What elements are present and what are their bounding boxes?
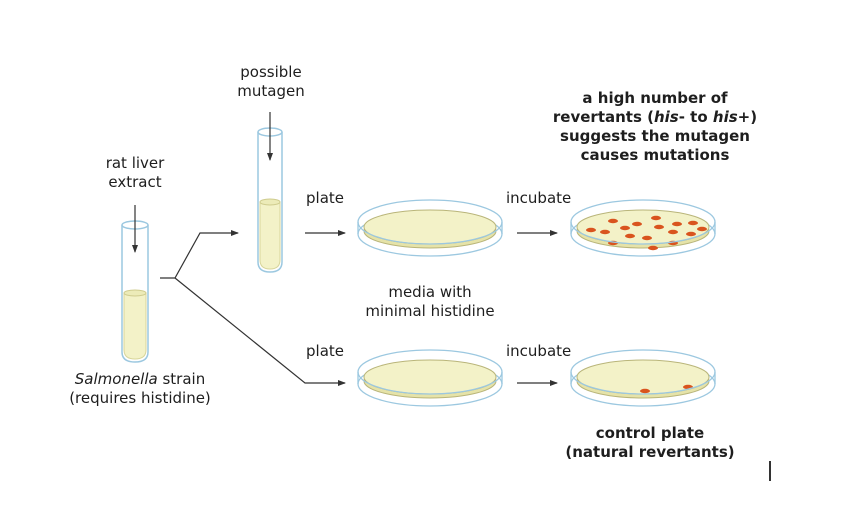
mutagen-line1: possible: [240, 63, 302, 81]
result-line4: causes mutations: [580, 146, 730, 164]
incubate-label-bottom: incubate: [506, 342, 572, 360]
result-line3: suggests the mutagen: [560, 127, 750, 145]
petri-dish-media-bottom: [357, 349, 503, 407]
his-plus: his: [712, 108, 738, 126]
result-line1: a high number of: [582, 89, 728, 107]
salmonella-strain-label: Salmonella strain (requires histidine): [45, 370, 235, 408]
dish-lid: [570, 199, 716, 245]
salmonella-italic: Salmonella: [74, 370, 158, 388]
colony: [654, 224, 664, 230]
control-line2: (natural revertants): [565, 443, 735, 461]
possible-mutagen-label: possible mutagen: [228, 63, 314, 101]
result-line2-b: - to: [678, 108, 713, 126]
colony: [686, 231, 696, 237]
mutagen-test-tube: [257, 127, 283, 273]
branch-arrow-to-mutagen: [160, 230, 239, 279]
result-line2: revertants (his- to his+): [545, 108, 765, 127]
colony: [651, 215, 661, 221]
colony: [625, 233, 635, 239]
rat-liver-extract-label: rat liver extract: [95, 154, 175, 192]
media-line2: minimal histidine: [365, 302, 495, 320]
text-cursor: [769, 461, 771, 481]
dish-lid: [357, 349, 503, 395]
result-line2-c: +): [737, 108, 758, 126]
colony: [672, 221, 682, 227]
requires-histidine-text: (requires histidine): [69, 389, 211, 407]
colony: [642, 235, 652, 241]
plate-label-top: plate: [306, 189, 344, 207]
dish-lid: [570, 349, 716, 395]
petri-dish-control-result: [570, 349, 716, 407]
dish-lid: [357, 199, 503, 245]
rat-liver-line2: extract: [108, 173, 162, 191]
media-label: media with minimal histidine: [340, 283, 520, 321]
salmonella-line1: Salmonella strain: [45, 370, 235, 389]
colony: [632, 221, 642, 227]
incubate-label-top: incubate: [506, 189, 572, 207]
branch-arrow-to-control: [174, 277, 346, 386]
colony: [668, 229, 678, 235]
plate-label-bottom: plate: [306, 342, 344, 360]
colony: [620, 225, 630, 231]
result-line2-a: revertants (: [552, 108, 654, 126]
result-explanation-label: a high number of revertants (his- to his…: [545, 89, 765, 165]
mutagen-line2: mutagen: [237, 82, 305, 100]
petri-dish-media-top: [357, 199, 503, 257]
rat-liver-line1: rat liver: [105, 154, 165, 172]
petri-dish-test-result: [570, 199, 716, 257]
colony: [600, 229, 610, 235]
colony: [697, 226, 707, 232]
colony: [586, 227, 596, 233]
his-minus: his: [653, 108, 679, 126]
colony: [608, 218, 618, 224]
colony: [688, 220, 698, 226]
strain-text: strain: [157, 370, 206, 388]
colony: [648, 245, 658, 251]
colony: [640, 388, 650, 394]
media-line1: media with: [388, 283, 472, 301]
control-plate-label: control plate (natural revertants): [545, 424, 755, 462]
control-line1: control plate: [595, 424, 705, 442]
